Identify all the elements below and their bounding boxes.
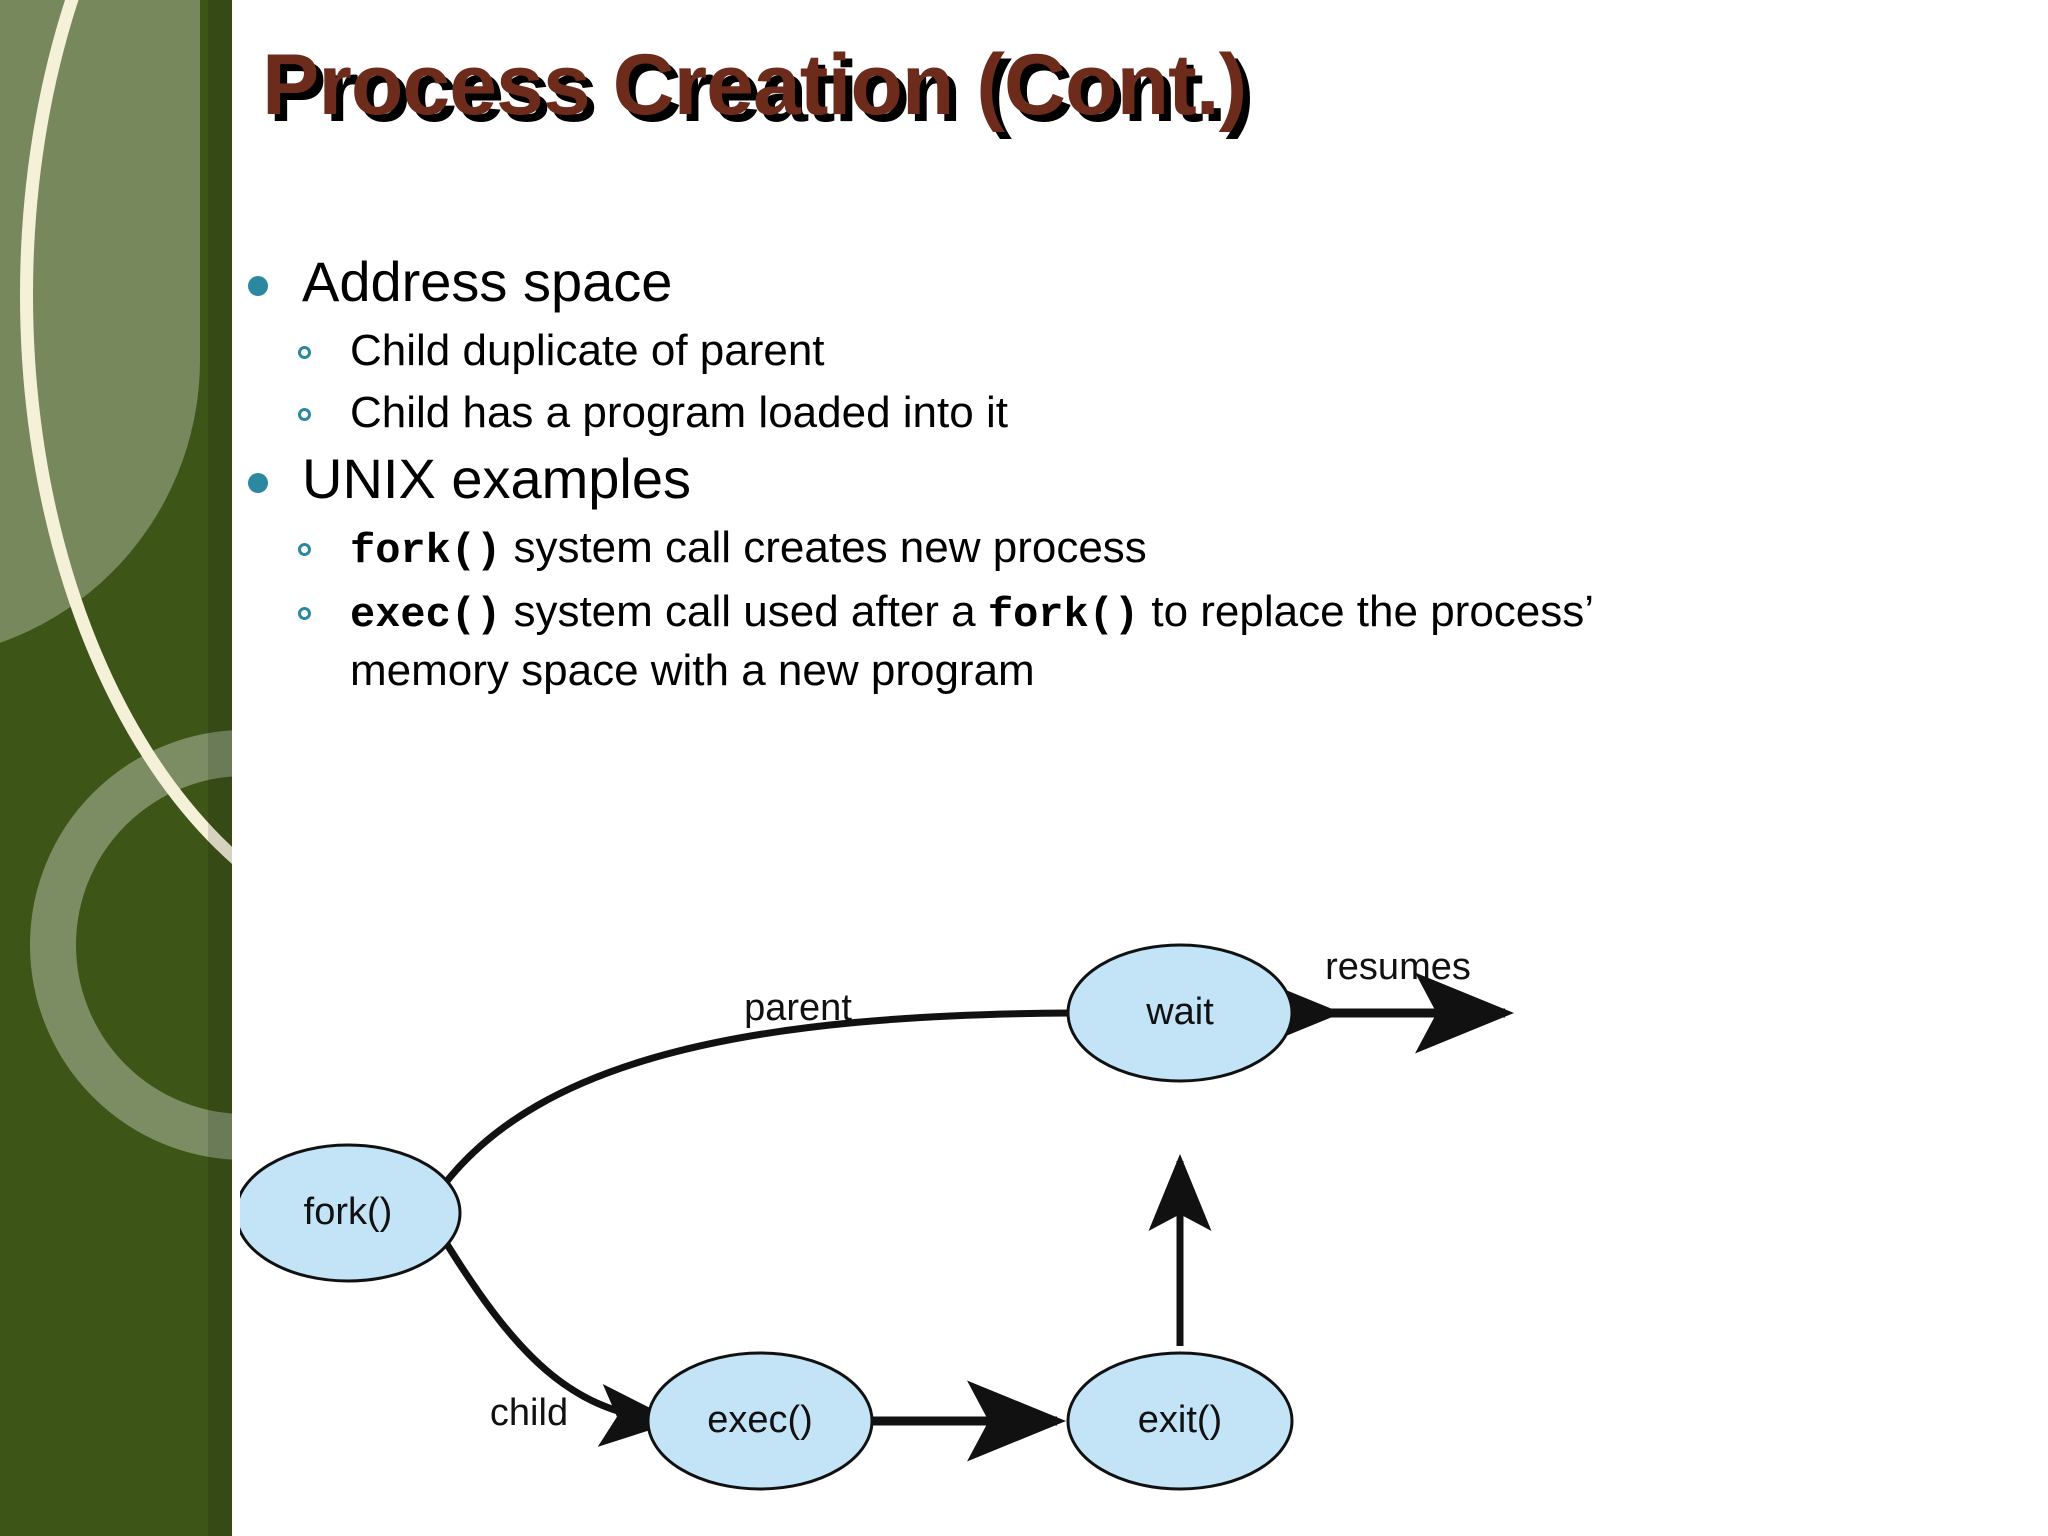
subbullet-exec-system-call: exec() system call used after a fork() t… <box>240 583 1720 700</box>
bullet-ring-icon <box>298 606 311 620</box>
subbullet-text: Child has a program loaded into it <box>350 387 1008 437</box>
node-exit-label: exit() <box>1138 1399 1222 1441</box>
edge-label-child: child <box>490 1392 568 1434</box>
bullet-unix-examples: UNIX examples <box>240 445 1720 513</box>
bullet-ring-icon <box>298 407 311 421</box>
edge-fork-to-child-exec <box>437 1231 677 1447</box>
code-fork: fork() <box>350 527 502 575</box>
subbullet-child-program-loaded: Child has a program loaded into it <box>240 384 1720 441</box>
subbullet-child-duplicate: Child duplicate of parent <box>240 322 1720 379</box>
subbullet-fork-system-call: fork() system call creates new process <box>240 519 1720 579</box>
subbullet-text-part1: system call used after a <box>501 586 988 636</box>
node-exec[interactable]: exec() <box>646 1351 874 1491</box>
bullet-text: UNIX examples <box>302 446 692 510</box>
bullet-ring-icon <box>298 543 311 556</box>
subbullet-text: Child duplicate of parent <box>350 326 825 376</box>
node-exit[interactable]: exit() <box>1066 1351 1294 1491</box>
edge-label-parent: parent <box>744 987 852 1029</box>
code-fork-2: fork() <box>987 590 1140 639</box>
subbullet-text: system call creates new process <box>501 523 1147 572</box>
bullet-text: Address space <box>302 250 673 313</box>
decorative-band-shadow <box>208 0 232 1536</box>
subbullet-text-part2: to replace the process’ memory space wit… <box>350 586 1593 696</box>
bullet-address-space: Address space <box>240 248 1720 316</box>
slide-body: Address space Child duplicate of parent … <box>240 248 1720 703</box>
code-exec: exec() <box>350 590 502 639</box>
bullet-ring-icon <box>298 346 311 360</box>
bullet-dot-icon <box>248 276 268 296</box>
edge-fork-to-wait <box>437 981 1342 1193</box>
edge-label-resumes: resumes <box>1325 946 1471 988</box>
slide-title: Process Creation (Cont.) <box>262 37 1247 133</box>
node-fork-label: fork() <box>304 1191 393 1233</box>
node-wait[interactable]: wait <box>1066 943 1294 1083</box>
node-wait-label: wait <box>1145 991 1214 1033</box>
decorative-left-band <box>0 0 232 1536</box>
node-fork[interactable]: fork() <box>240 1143 462 1283</box>
bullet-dot-icon <box>248 472 268 493</box>
node-exec-label: exec() <box>707 1399 813 1441</box>
process-creation-diagram: fork() wait exec() exit() parent child r… <box>240 880 2040 1500</box>
